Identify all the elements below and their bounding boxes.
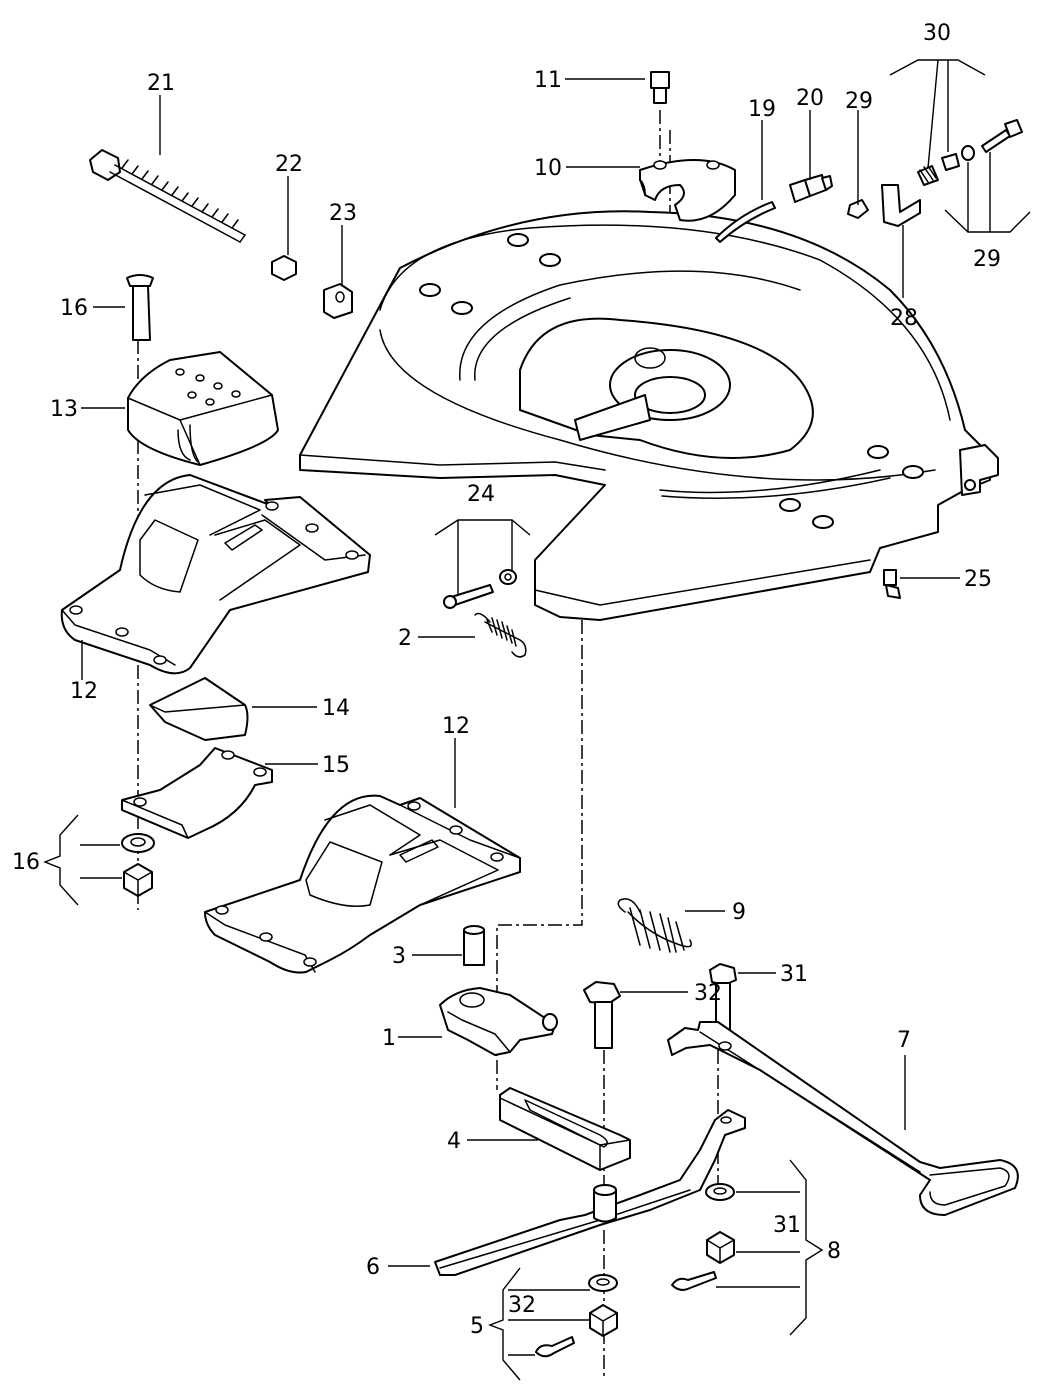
cap-holes <box>175 368 241 406</box>
callout-31-lower: 31 <box>773 1213 801 1238</box>
cotter-pin-5 <box>535 1336 575 1358</box>
plate-bolt-holes <box>419 233 924 529</box>
grease-fitting-25 <box>883 569 901 599</box>
callout-4: 4 <box>447 1129 461 1154</box>
bolt-32 <box>583 981 621 1049</box>
cap-block-13 <box>127 351 279 466</box>
callout-23: 23 <box>329 201 357 226</box>
washer-16 <box>121 833 155 853</box>
operating-lever-6 <box>434 1109 746 1276</box>
callout-21: 21 <box>147 71 175 96</box>
callout-1: 1 <box>382 1026 396 1051</box>
lock-jaw-1 <box>439 987 558 1056</box>
callout-24: 24 <box>467 482 495 507</box>
washer-5 <box>588 1274 618 1292</box>
nut-22 <box>271 255 297 281</box>
clamp-strap-15 <box>121 747 273 839</box>
washer-8 <box>705 1183 735 1201</box>
nut-8 <box>706 1231 735 1264</box>
callout-5: 5 <box>470 1314 484 1339</box>
grease-line <box>715 174 833 243</box>
callout-31-upper: 31 <box>780 962 808 987</box>
mount-bracket-upper <box>60 474 371 675</box>
mount-bracket-lower <box>204 794 521 974</box>
callout-labels: 1 2 3 4 5 6 7 8 9 10 11 12 12 13 14 15 1… <box>12 21 1001 1339</box>
callout-10: 10 <box>534 156 562 181</box>
callout-16-upper: 16 <box>60 296 88 321</box>
callout-19: 19 <box>748 97 776 122</box>
callout-25: 25 <box>964 567 992 592</box>
retainer-ring <box>639 159 736 222</box>
callout-30: 30 <box>923 21 951 46</box>
spring-2 <box>474 612 527 658</box>
callout-29-left: 29 <box>845 89 873 114</box>
callout-7: 7 <box>897 1028 911 1053</box>
callout-12-lower: 12 <box>442 714 470 739</box>
spring-9 <box>617 898 692 953</box>
shim-plate-14 <box>149 677 249 741</box>
callout-29-right: 29 <box>973 247 1001 272</box>
pin-24 <box>443 569 517 609</box>
leader-lines <box>43 59 1031 1381</box>
callout-2: 2 <box>398 626 412 651</box>
release-handle-7 <box>667 1021 1019 1216</box>
callout-9: 9 <box>732 900 746 925</box>
callout-12-upper: 12 <box>70 679 98 704</box>
square-nut-23 <box>323 283 353 319</box>
bolt-16 <box>126 274 154 341</box>
lock-bracket <box>847 119 1023 227</box>
long-bolt-21 <box>89 149 246 243</box>
callout-11: 11 <box>534 68 562 93</box>
nut-5 <box>589 1304 618 1337</box>
callout-13: 13 <box>50 397 78 422</box>
callout-32-upper: 32 <box>694 981 722 1006</box>
callout-20: 20 <box>796 86 824 111</box>
cotter-pin-8 <box>671 1271 717 1291</box>
bolt-11 <box>650 71 670 104</box>
callout-3: 3 <box>392 944 406 969</box>
callout-15: 15 <box>322 753 350 778</box>
pin-3 <box>463 925 485 966</box>
callout-14: 14 <box>322 696 350 721</box>
callout-22: 22 <box>275 152 303 177</box>
fifth-wheel-plate <box>299 210 999 621</box>
nut-16 <box>123 863 153 897</box>
callout-6: 6 <box>366 1255 380 1280</box>
callout-8: 8 <box>827 1239 841 1264</box>
callout-32-lower: 32 <box>508 1293 536 1318</box>
callout-28: 28 <box>890 306 918 331</box>
callout-16-lower: 16 <box>12 850 40 875</box>
slide-block-4 <box>499 1087 631 1171</box>
